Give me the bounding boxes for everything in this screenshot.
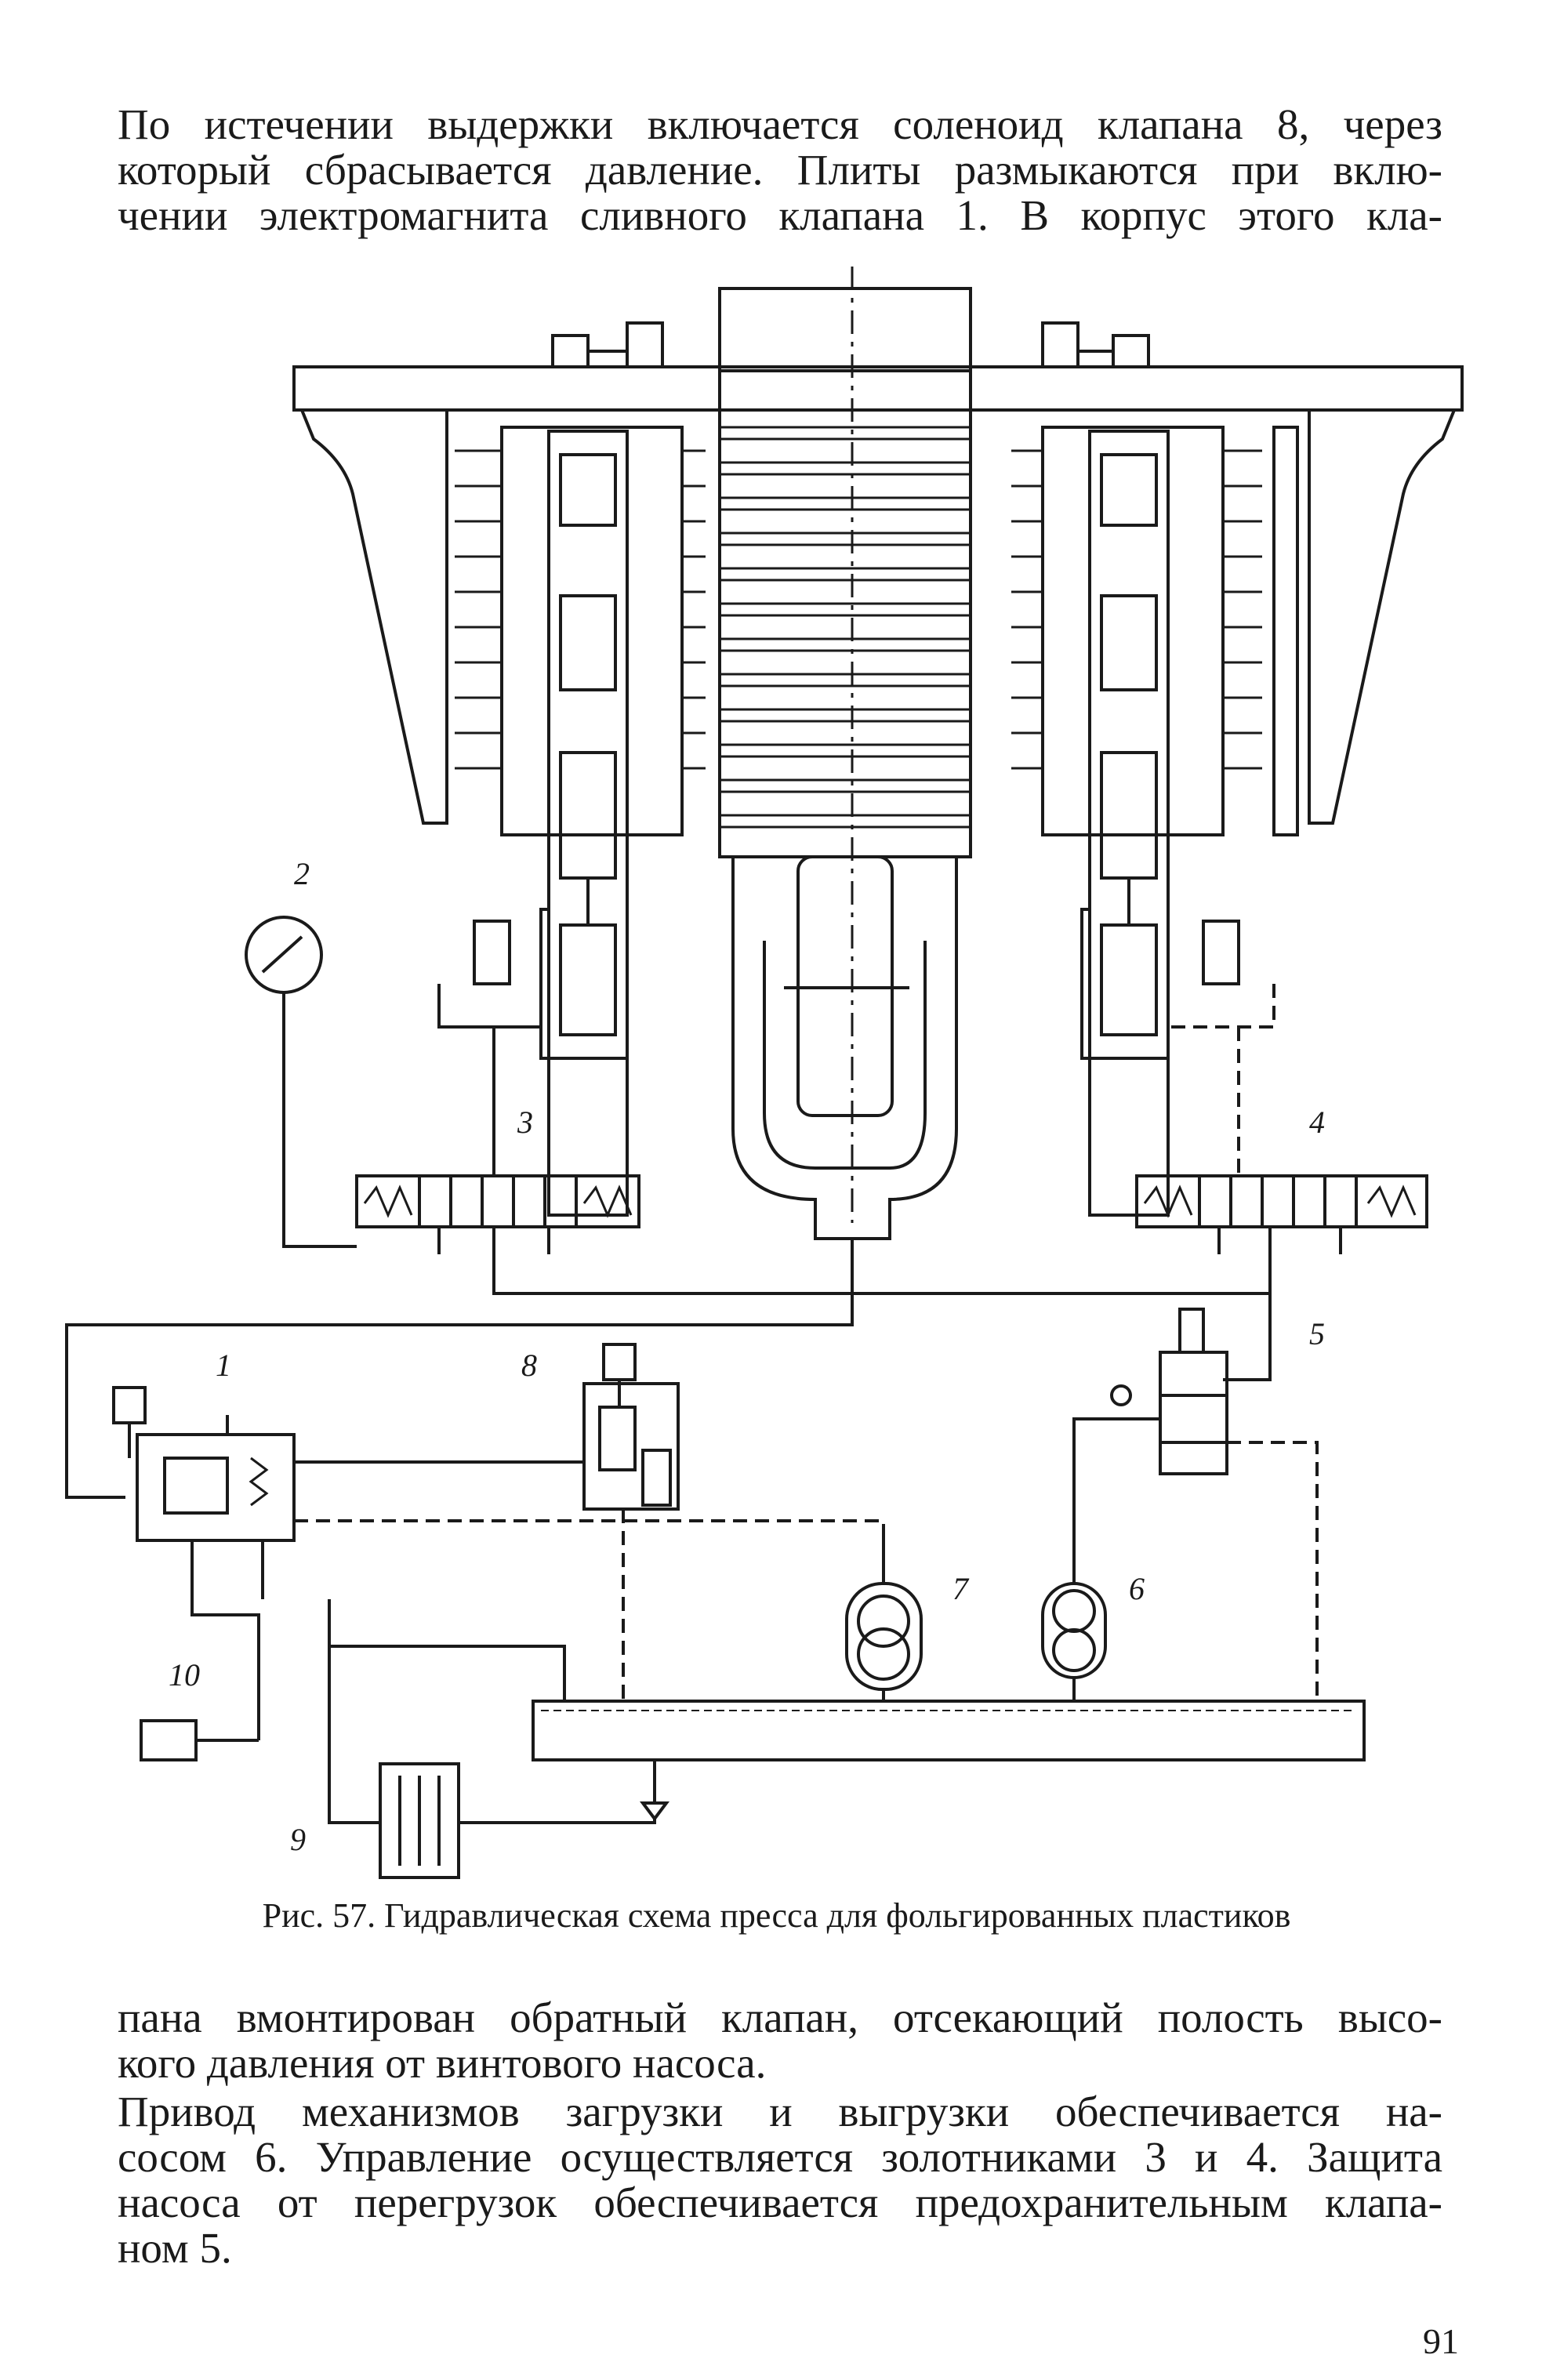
part-label: 7: [952, 1571, 970, 1606]
part-label: 3: [517, 1105, 533, 1140]
filter-9: [328, 1615, 656, 1879]
part-label: 8: [521, 1348, 537, 1383]
figure-caption: Рис. 57. Гидравлическая схема пресса для…: [262, 1896, 1291, 1935]
paragraph-bottom-2: Привод механизмов загрузки и выгрузки об…: [118, 2089, 1442, 2271]
text-line: Привод механизмов загрузки и выгрузки об…: [118, 2088, 1442, 2135]
paragraph-top: По истечении выдержки включается соленои…: [118, 102, 1442, 238]
pump-7: [294, 1519, 923, 1701]
text-line: По истечении выдержки включается соленои…: [118, 100, 1442, 148]
spool-valve-4: [1135, 1027, 1428, 1254]
pressure-gauge-2: [245, 916, 323, 1199]
right-loader: [1011, 426, 1299, 1217]
oil-tank: [328, 1599, 1366, 1822]
pressure-lines: [65, 1199, 1272, 1499]
part-label: 6: [1129, 1571, 1145, 1606]
pump-6: [1041, 1582, 1107, 1701]
main-cylinder: [731, 855, 958, 1240]
part-label: 1: [216, 1348, 231, 1383]
solenoid-10: [140, 1599, 260, 1761]
platen-stack: [720, 426, 971, 829]
text-line: насоса от перегрузок обеспечивается пред…: [118, 2179, 1442, 2226]
text-line: кого давления от винтового насоса.: [118, 2039, 767, 2087]
text-line: сосом 6. Управление осуществляется золот…: [118, 2133, 1442, 2181]
part-label: 5: [1309, 1316, 1325, 1351]
text-line: пана вмонтирован обратный клапан, отсека…: [118, 1994, 1442, 2041]
spool-valve-3: [355, 1027, 640, 1254]
drain-valve-1: [112, 1386, 296, 1599]
press-frame: [292, 267, 1464, 1223]
paragraph-bottom-1: пана вмонтирован обратный клапан, отсека…: [118, 1995, 1442, 2086]
valve-8: [294, 1343, 680, 1701]
part-label: 4: [1309, 1105, 1325, 1140]
auxiliary-cylinders: [437, 920, 1275, 1029]
part-label: 10: [169, 1657, 200, 1692]
part-label: 9: [290, 1822, 306, 1857]
left-loader: [455, 426, 706, 1217]
part-labels: 1 2 3 4 5 6 7 8 9 10: [169, 856, 1325, 1857]
text-line: который сбрасывается давление. Плиты раз…: [118, 146, 1442, 194]
safety-valve-5: [1072, 1308, 1319, 1701]
text-line: ном 5.: [118, 2224, 232, 2272]
page-number: 91: [1423, 2321, 1459, 2361]
part-label: 2: [294, 856, 310, 891]
text-line: чении электромагнита сливного клапана 1.…: [118, 191, 1442, 239]
